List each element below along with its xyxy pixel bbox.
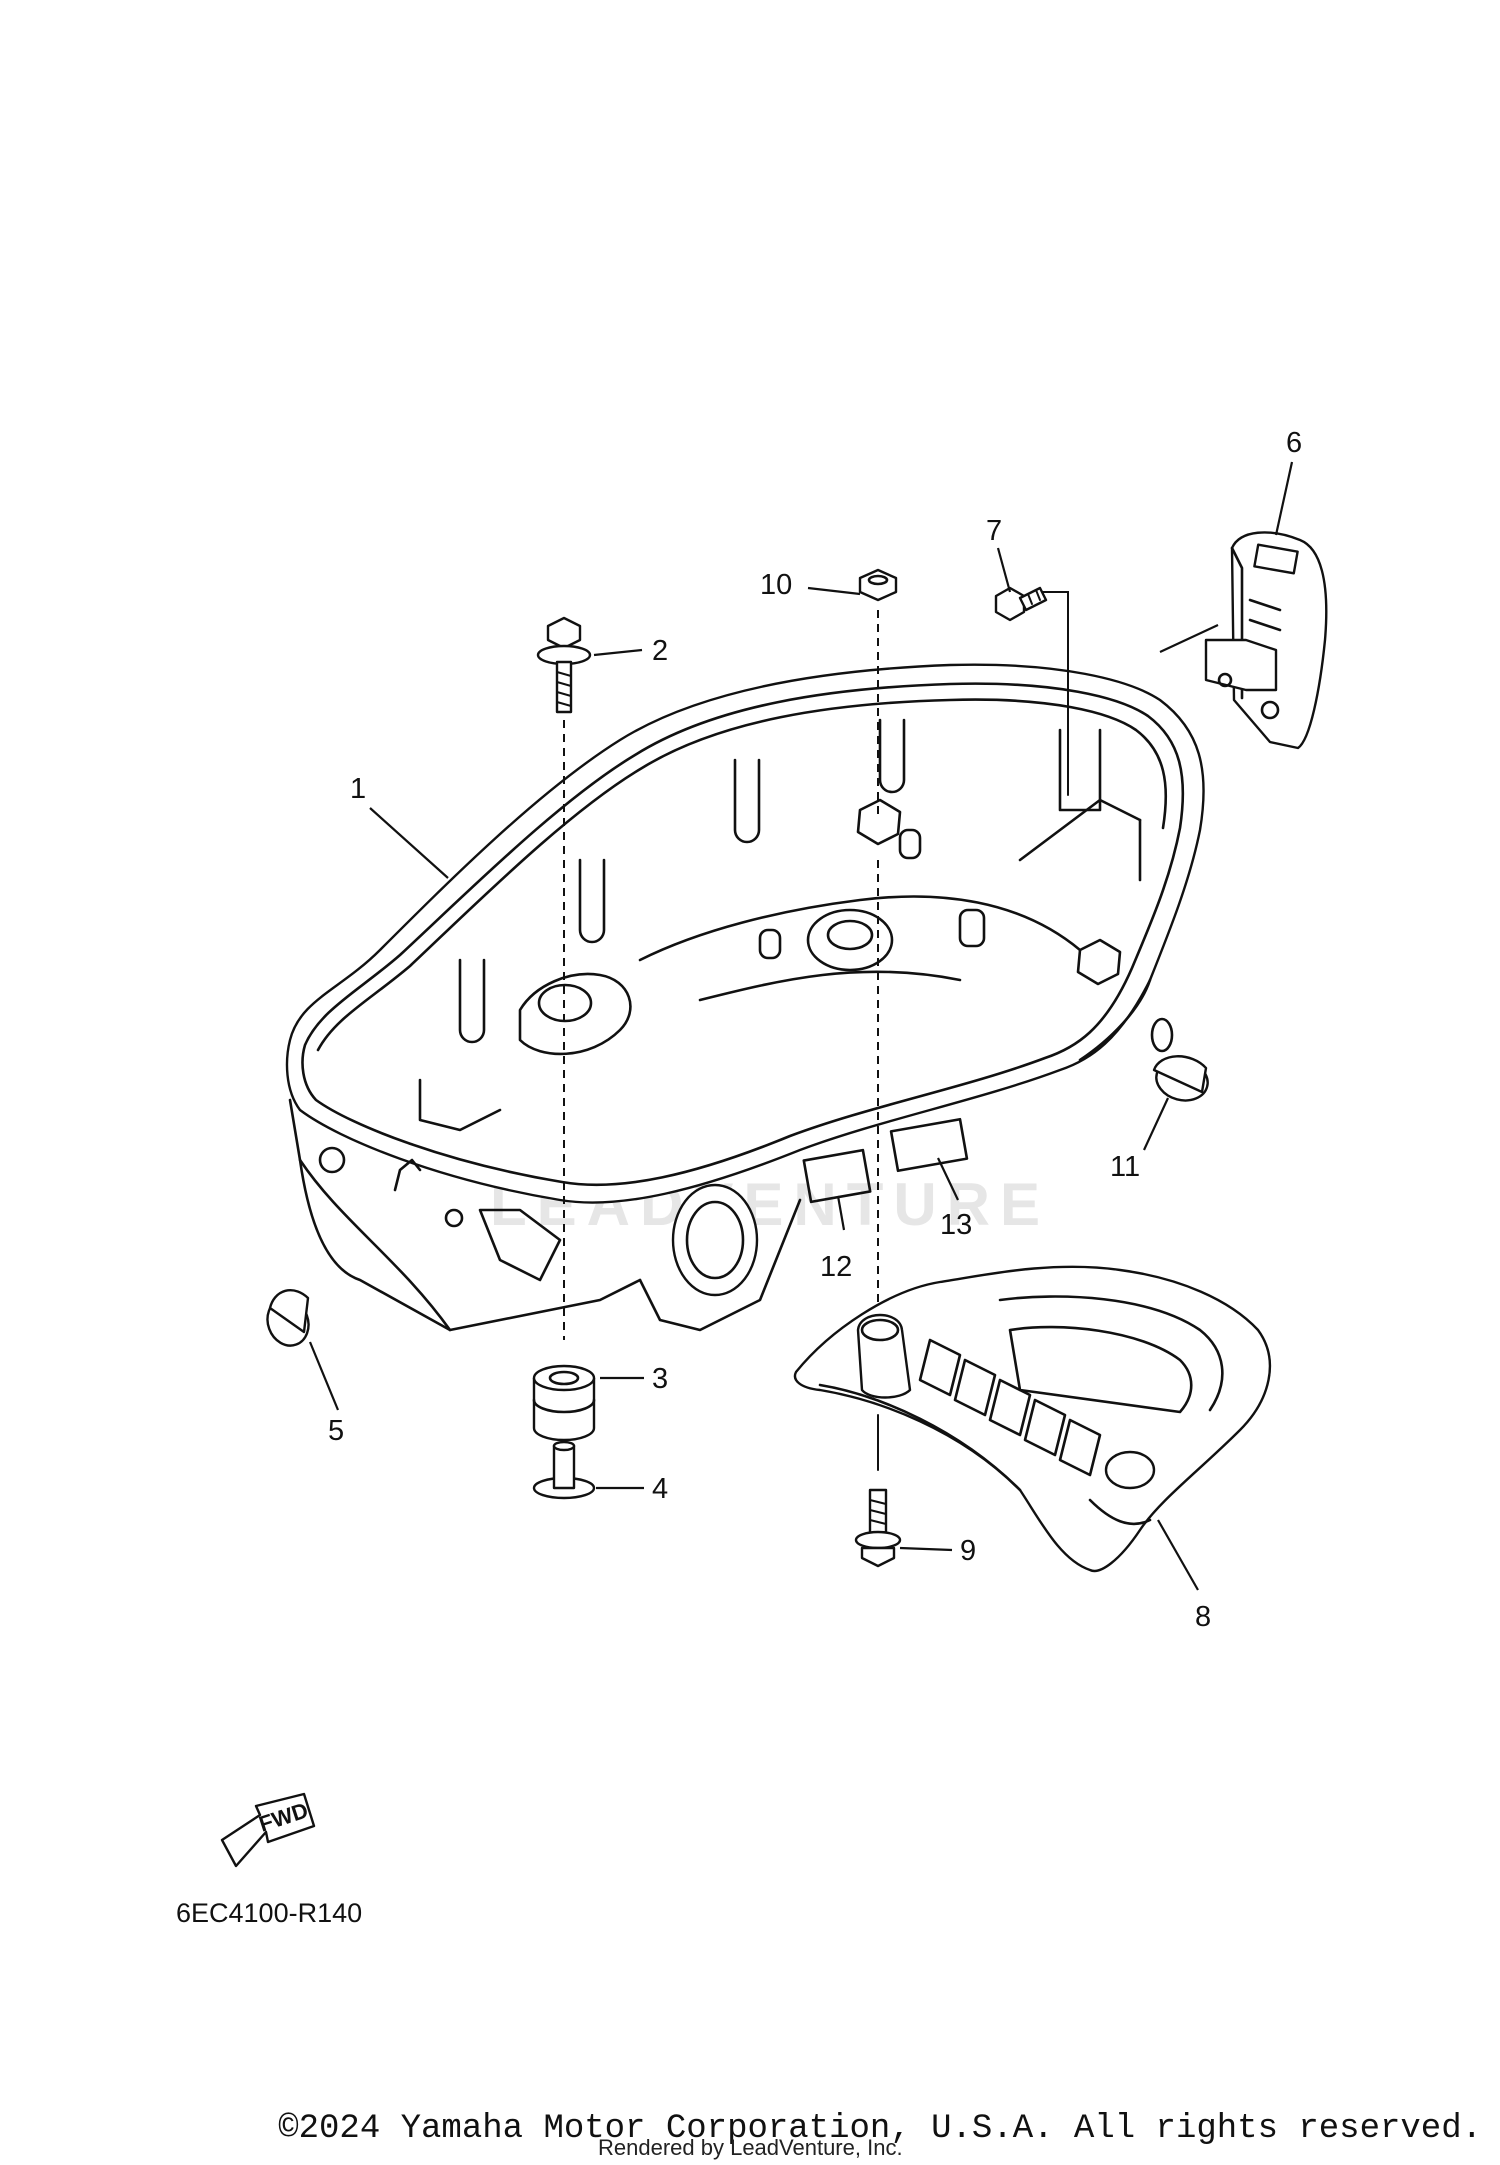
callout-1: 1	[350, 773, 366, 805]
callout-11: 11	[1110, 1151, 1140, 1183]
part-6-bracket	[1204, 531, 1328, 750]
part-5-plug	[266, 1288, 310, 1347]
callout-12: 12	[820, 1251, 852, 1283]
callout-7: 7	[986, 515, 1002, 547]
leader-lines	[308, 461, 1294, 1591]
assembly-lines	[563, 591, 1069, 1471]
rendered-by-credit: Rendered by LeadVenture, Inc.	[598, 2135, 903, 2160]
part-4-collar	[532, 1440, 596, 1500]
callout-8: 8	[1195, 1601, 1211, 1633]
part-2-bolt	[536, 616, 592, 714]
callout-labels: 1 2 3 4 5 6 7 8 9 10 11 12 13	[328, 427, 1302, 1633]
callout-3: 3	[652, 1363, 668, 1395]
copyright-notice: ©2024 Yamaha Motor Corporation, U.S.A. A…	[278, 2110, 1482, 2148]
part-11-plug	[1152, 1055, 1209, 1102]
callout-2: 2	[652, 635, 668, 667]
callout-9: 9	[960, 1535, 976, 1567]
diagram-code: 6EC4100-R140	[176, 1898, 362, 1928]
part-7-screw	[994, 586, 1048, 622]
part-3-grommet	[532, 1364, 596, 1442]
callout-6: 6	[1286, 427, 1302, 459]
callout-13: 13	[940, 1209, 972, 1241]
bottom-cowling	[285, 663, 1205, 1332]
part-8-handle	[793, 1265, 1272, 1573]
part-10-nut	[858, 568, 898, 602]
callout-4: 4	[652, 1473, 668, 1505]
callout-10: 10	[760, 569, 792, 601]
callout-5: 5	[328, 1415, 344, 1447]
fwd-arrow-icon: FWD	[220, 1792, 316, 1868]
part-9-bolt	[854, 1488, 902, 1568]
